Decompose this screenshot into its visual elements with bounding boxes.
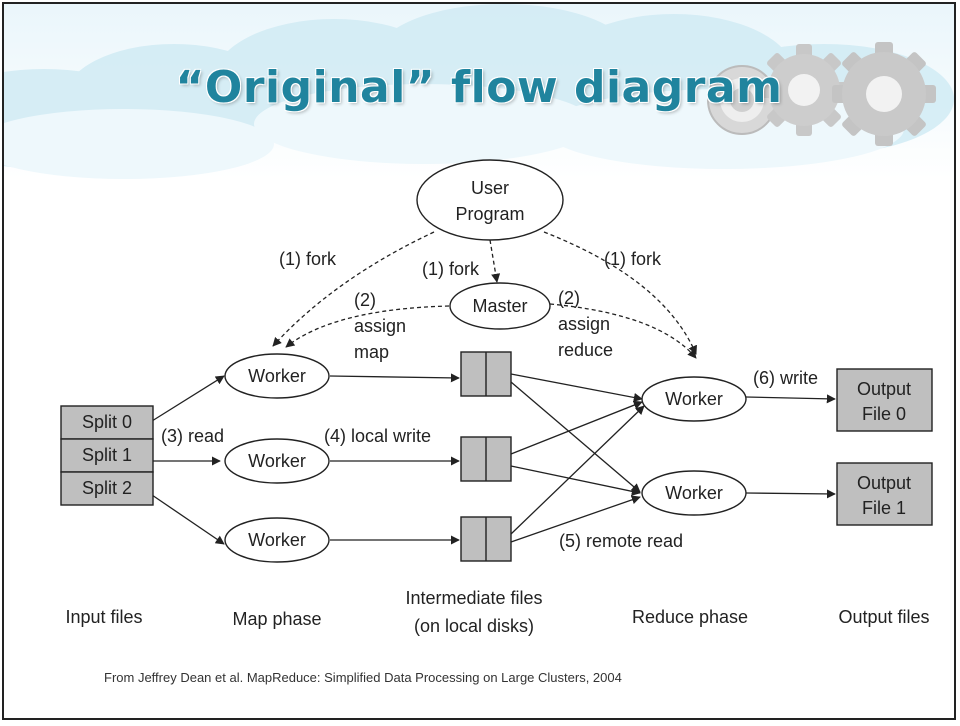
remote-read-arrow <box>510 465 641 496</box>
fork-label: (1) fork <box>604 249 662 269</box>
mapreduce-flow-diagram: User Program Master Worker Worker Worker… <box>60 159 933 636</box>
worker-label: Worker <box>665 483 723 503</box>
write-arrow-0 <box>745 394 836 404</box>
fork-label: (1) fork <box>279 249 337 269</box>
column-caption-input: Input files <box>65 607 142 627</box>
remote-read-arrow <box>510 400 643 455</box>
reduce-worker-node <box>641 376 747 422</box>
column-caption-intermediate: (on local disks) <box>414 616 534 636</box>
read-arrow-2 <box>151 494 225 545</box>
worker-label: Worker <box>248 366 306 386</box>
remote-read-arrow <box>510 373 643 402</box>
split-label: Split 2 <box>82 478 132 498</box>
split-box <box>60 405 154 440</box>
local-write-arrow-0 <box>329 373 460 383</box>
assign-map-arrow <box>285 305 450 348</box>
split-box <box>60 438 154 473</box>
gear-icon <box>832 42 936 146</box>
write-label: (6) write <box>753 368 818 388</box>
user-program-label: User <box>471 178 509 198</box>
column-caption-output: Output files <box>838 607 929 627</box>
assign-map-label: map <box>354 342 389 362</box>
remote-read-arrow <box>510 405 645 535</box>
assign-reduce-label: (2) <box>558 288 580 308</box>
worker-label: Worker <box>248 451 306 471</box>
remote-read-arrow <box>510 495 641 543</box>
local-write-label: (4) local write <box>324 426 431 446</box>
page-title: “Original” flow diagram <box>175 62 783 113</box>
write-arrow-1 <box>745 489 836 499</box>
source-credit: From Jeffrey Dean et al. MapReduce: Simp… <box>104 670 622 685</box>
worker-label: Worker <box>665 389 723 409</box>
map-worker-node <box>224 517 330 563</box>
cloud-background <box>4 4 954 179</box>
user-program-label: Program <box>455 204 524 224</box>
column-caption-map: Map phase <box>232 609 321 629</box>
reduce-worker-node <box>641 470 747 516</box>
assign-reduce-label: reduce <box>558 340 613 360</box>
user-program-node <box>416 159 564 241</box>
remote-read-arrow <box>510 381 641 493</box>
assign-map-label: (2) <box>354 290 376 310</box>
map-worker-node <box>224 438 330 484</box>
header-banner: “Original” flow diagram <box>4 4 954 179</box>
split-box <box>60 471 154 506</box>
output-file-label: Output <box>857 473 911 493</box>
output-file-label: File 0 <box>862 404 906 424</box>
output-file-box <box>836 368 933 432</box>
fork-label: (1) fork <box>422 259 480 279</box>
output-file-label: File 1 <box>862 498 906 518</box>
output-file-label: Output <box>857 379 911 399</box>
read-arrow-0 <box>151 375 225 422</box>
fork-right-arrow <box>543 231 697 355</box>
assign-reduce-arrow <box>549 303 697 359</box>
assign-reduce-label: assign <box>558 314 610 334</box>
master-node <box>449 282 551 330</box>
split-label: Split 1 <box>82 445 132 465</box>
assign-map-label: assign <box>354 316 406 336</box>
remote-read-label: (5) remote read <box>559 531 683 551</box>
fork-left-arrow <box>272 231 435 347</box>
fork-master-arrow <box>489 239 501 283</box>
gear-icon <box>758 44 850 136</box>
map-worker-node <box>224 353 330 399</box>
output-file-box <box>836 462 933 526</box>
read-label: (3) read <box>161 426 224 446</box>
master-label: Master <box>472 296 527 316</box>
worker-label: Worker <box>248 530 306 550</box>
split-label: Split 0 <box>82 412 132 432</box>
column-caption-reduce: Reduce phase <box>632 607 748 627</box>
column-caption-intermediate: Intermediate files <box>405 588 542 608</box>
